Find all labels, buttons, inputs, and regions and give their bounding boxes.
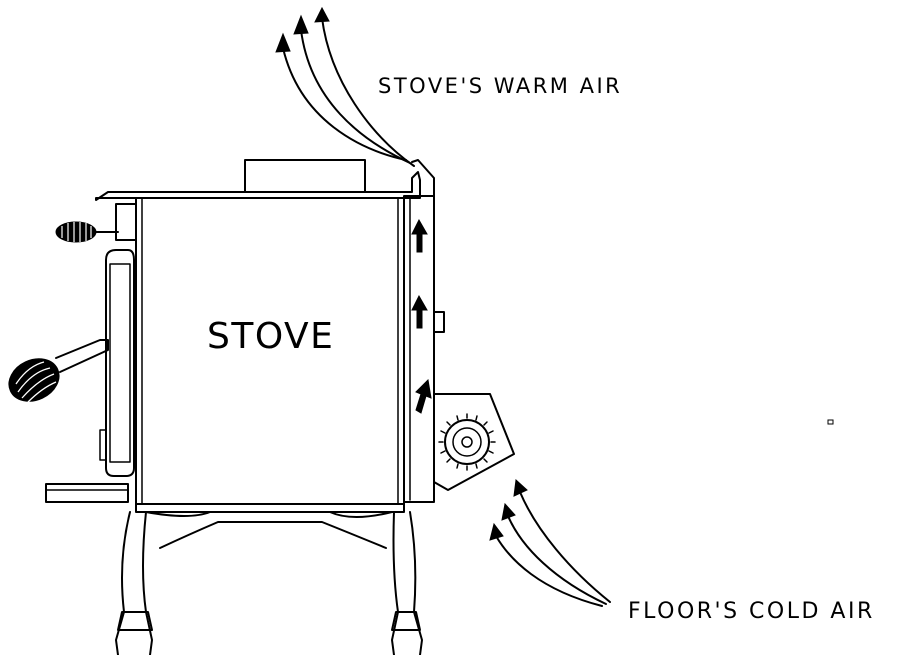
cold-air-arrows [489,478,611,607]
channel-up-arrows [411,218,432,414]
damper-handle-icon [55,221,119,243]
blower-icon [433,393,515,491]
warm-air-arrows [275,6,415,167]
door-handle-icon [8,339,109,403]
cold-air-label: FLOOR'S COLD AIR [628,599,875,624]
warm-air-label: STOVE'S WARM AIR [378,74,622,98]
stove-front [8,203,137,503]
stove-top [95,159,435,201]
stove-body [135,197,405,505]
stove-legs [115,503,423,655]
stray-mark [827,419,834,425]
back-air-channel [403,195,445,503]
stove-label: STOVE [207,316,334,357]
